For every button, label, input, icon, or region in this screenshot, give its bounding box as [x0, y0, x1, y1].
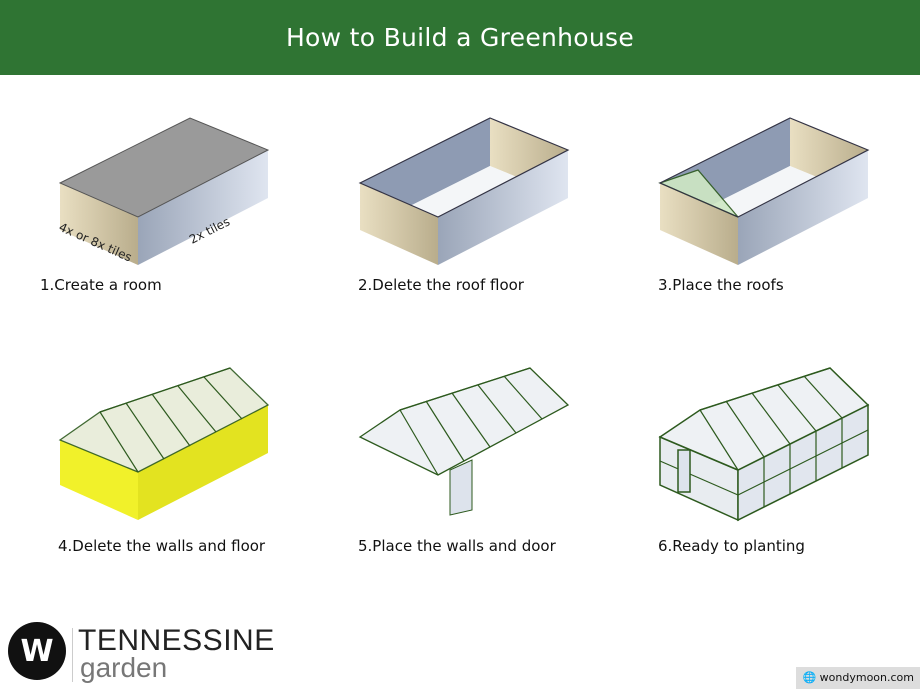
header-bar: How to Build a Greenhouse	[0, 0, 920, 75]
step-4-label: 4.Delete the walls and floor	[58, 537, 266, 555]
step-1-label: 1.Create a room	[40, 276, 162, 294]
brand-logo-icon: W	[8, 622, 66, 680]
brand-sub: garden	[80, 652, 168, 683]
room-box-illustration: 4x or 8x tiles 2x tiles	[57, 117, 270, 265]
watermark: 🌐 wondymoon.com	[796, 667, 920, 689]
step-6-label: 6.Ready to planting	[658, 537, 805, 555]
brand-name: TENNESSINE	[78, 624, 275, 657]
page-title: How to Build a Greenhouse	[285, 23, 635, 52]
step-2-label: 2.Delete the roof floor	[358, 276, 524, 294]
watermark-text: wondymoon.com	[819, 671, 914, 684]
logo-divider	[72, 628, 73, 682]
finished-greenhouse-illustration	[658, 367, 870, 522]
roof-on-room-illustration	[58, 367, 270, 520]
roof-placement-illustration	[658, 117, 870, 265]
open-room-illustration	[358, 117, 570, 265]
step-3-label: 3.Place the roofs	[658, 276, 784, 294]
frame-illustration	[358, 367, 570, 516]
step-5-label: 5.Place the walls and door	[358, 537, 556, 555]
